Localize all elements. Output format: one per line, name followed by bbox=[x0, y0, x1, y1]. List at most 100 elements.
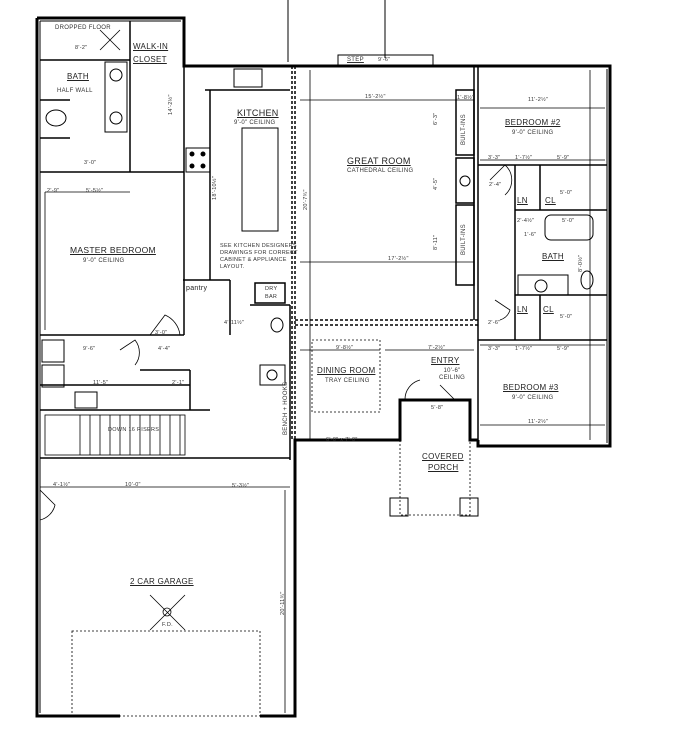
mudroom-dim-a: 4'-11½" bbox=[224, 320, 245, 326]
laundry-sink-icon bbox=[74, 391, 98, 409]
bedroom2-door-dim: 2'-4" bbox=[489, 182, 502, 188]
walk-in-closet-dim: 14'-2½" bbox=[168, 94, 174, 115]
bedroom3-dim-top3: 5'-9" bbox=[557, 346, 570, 352]
kitchen-label: KITCHEN bbox=[237, 108, 279, 118]
step-dim: 9'-6" bbox=[378, 57, 391, 63]
laundry-dim-a: 9'-6" bbox=[83, 346, 96, 352]
floor-drain-icon bbox=[149, 594, 186, 631]
dryer-icon bbox=[41, 364, 65, 388]
bedroom2-dim-b2: 1'-7½" bbox=[515, 155, 533, 161]
toilet-icon bbox=[270, 317, 284, 333]
master-bedroom-dim-b: 5'-5½" bbox=[86, 188, 104, 194]
kitchen-ceiling: 9'-0" CEILING bbox=[234, 120, 276, 126]
stove-icon bbox=[185, 147, 211, 173]
hall-vanity bbox=[517, 274, 569, 296]
porch-outline bbox=[389, 399, 479, 517]
walk-in-closet-label-2: CLOSET bbox=[133, 55, 167, 64]
kitchen-dim: 18'-10½" bbox=[212, 175, 218, 200]
master-bath-label: BATH bbox=[67, 72, 89, 81]
great-room-dim-r3: 8'-11" bbox=[433, 234, 439, 250]
garage-dim-a: 4'-1½" bbox=[53, 482, 71, 488]
covered-porch-label-2: PORCH bbox=[428, 463, 459, 472]
mudroom-dim-c: 5'-3½" bbox=[232, 483, 250, 489]
built-ins-dim: 1'-8½" bbox=[457, 95, 475, 101]
dropped-floor-label: DROPPED FLOOR bbox=[55, 25, 111, 31]
bedroom2-dim-b1: 3'-3" bbox=[488, 155, 501, 161]
sink-icon bbox=[266, 369, 278, 381]
dimension-lines bbox=[40, 70, 605, 713]
master-bedroom-ceiling: 9'-0" CEILING bbox=[83, 258, 125, 264]
linen2-label: LN bbox=[517, 305, 528, 314]
garage-dim-b: 10'-0" bbox=[125, 482, 141, 488]
sink-icon bbox=[109, 111, 123, 125]
dining-room-label: DINING ROOM bbox=[317, 366, 376, 375]
dry-bar-label-1: DRY bbox=[265, 286, 278, 292]
garage-label: 2 CAR GARAGE bbox=[130, 577, 194, 586]
dining-room-ceiling: TRAY CEILING bbox=[325, 378, 370, 384]
great-room-dim-r2: 4'-5" bbox=[433, 177, 439, 190]
closet2-label: CL bbox=[543, 305, 554, 314]
kitchen-island bbox=[241, 127, 279, 232]
dry-bar-label-2: BAR bbox=[265, 294, 278, 300]
bedroom2-dim-b3: 5'-9" bbox=[557, 155, 570, 161]
toilet-icon bbox=[580, 270, 594, 290]
bedroom3-dim-top2: 1'-7½" bbox=[515, 346, 533, 352]
closet2-dim: 5'-0" bbox=[560, 314, 573, 320]
garage-dim-v: 20'-11¾" bbox=[280, 591, 286, 615]
hall-bath-dim-b: 1'-6" bbox=[524, 232, 537, 238]
closet1-dim: 5'-0" bbox=[560, 190, 573, 196]
bedroom2-label: BEDROOM #2 bbox=[505, 118, 561, 127]
dining-door-dim: 6'-0" x 7'-0" bbox=[326, 437, 358, 443]
bedroom3-dim-top1: 3'-3" bbox=[488, 346, 501, 352]
master-bedroom-label: MASTER BEDROOM bbox=[70, 245, 156, 255]
bathtub-icon bbox=[544, 214, 594, 241]
great-room-dim-r1: 6'-3" bbox=[433, 112, 439, 125]
washer-icon bbox=[41, 339, 65, 363]
bedroom3-label: BEDROOM #3 bbox=[503, 383, 559, 392]
kitchen-note: SEE KITCHEN DESIGNERS DRAWINGS FOR CORRE… bbox=[220, 243, 298, 270]
walk-in-closet-label-1: WALK-IN bbox=[133, 42, 169, 51]
entry-label: ENTRY bbox=[431, 356, 460, 365]
great-room-label: GREAT ROOM bbox=[347, 156, 411, 166]
laundry-dim-d: 2'-1" bbox=[172, 380, 185, 386]
pantry-label: pantry bbox=[186, 285, 208, 292]
half-wall-label: HALF WALL bbox=[57, 88, 93, 94]
covered-porch-label-1: COVERED bbox=[422, 452, 464, 461]
kitchen-sink-icon bbox=[233, 68, 263, 88]
stairs-label: DOWN 16 RISERS bbox=[108, 427, 160, 433]
master-bedroom-door-dim: 3'-0" bbox=[155, 330, 168, 336]
bench-hooks-label: BENCH + HOOKS bbox=[283, 381, 289, 435]
bedroom3-ceiling: 9'-0" CEILING bbox=[512, 395, 554, 401]
built-ins-label-1: BUILT-INS bbox=[461, 114, 467, 145]
master-bath-dim: 3'-0" bbox=[84, 160, 97, 166]
bedroom3-dim-bottom: 11'-2½" bbox=[528, 419, 549, 425]
front-step bbox=[337, 54, 434, 67]
guide-lines bbox=[287, 0, 386, 62]
porch-dim-h: 5'-8" bbox=[431, 405, 444, 411]
door-swings bbox=[39, 164, 513, 521]
hall-bath-dim-a: 2'-4½" bbox=[517, 218, 535, 224]
sink-icon bbox=[534, 279, 548, 293]
staircase bbox=[44, 414, 186, 456]
tub-dim: 5'-0" bbox=[562, 218, 575, 224]
laundry-dim-c: 11'-5" bbox=[93, 380, 109, 386]
floor-drain-label: F.D. bbox=[162, 622, 173, 628]
entry-ceiling: 10'-6" CEILING bbox=[438, 368, 466, 381]
bedroom2-ceiling: 9'-0" CEILING bbox=[512, 130, 554, 136]
master-vanity bbox=[104, 61, 128, 133]
laundry-dim-b: 4'-4" bbox=[158, 346, 171, 352]
dining-room-dim-h: 9'-8½" bbox=[336, 345, 354, 351]
sink-icon bbox=[109, 68, 123, 82]
tray-ceiling-outline bbox=[311, 339, 381, 413]
hall-bath-dim-v: 8'-0½" bbox=[578, 254, 584, 272]
step-label: STEP bbox=[347, 57, 364, 63]
master-bedroom-dim-a: 2'-9" bbox=[47, 188, 60, 194]
closet1-label: CL bbox=[545, 196, 556, 205]
dropped-floor-dim: 8'-2" bbox=[75, 45, 88, 51]
great-room-dim-v: 20'-7¾" bbox=[303, 189, 309, 210]
entry-dim-h: 7'-2½" bbox=[428, 345, 446, 351]
burner-icons bbox=[189, 151, 206, 169]
garage-door-outline bbox=[71, 630, 261, 717]
built-ins-label-2: BUILT-INS bbox=[461, 224, 467, 255]
